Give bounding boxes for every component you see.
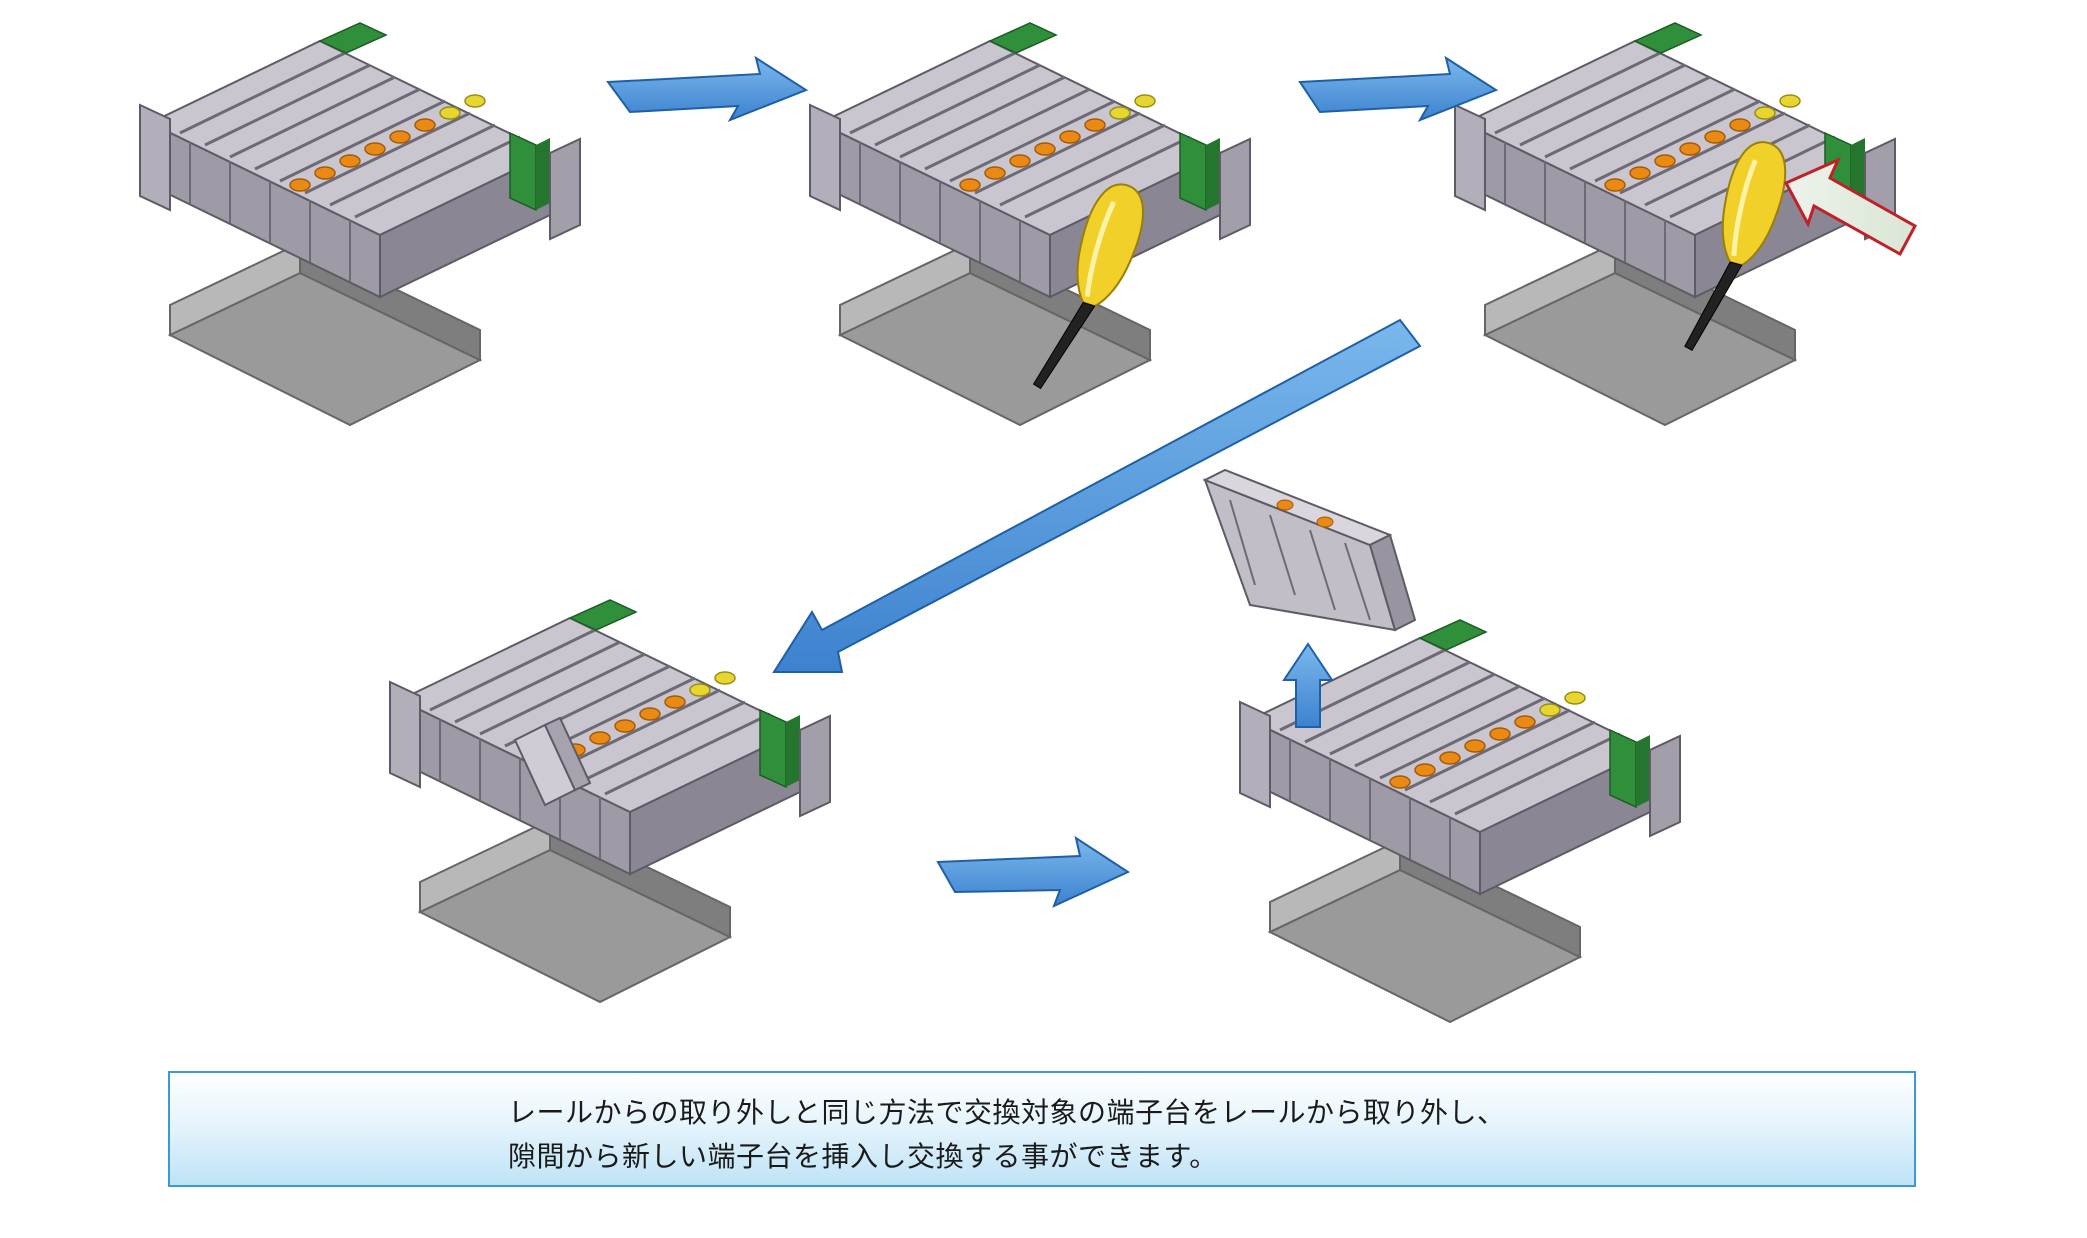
step-4-terminal-block-assembly — [388, 598, 832, 1004]
caption-box: レールからの取り外しと同じ方法で交換対象の端子台をレールから取り外し、 隙間から… — [168, 1071, 1916, 1187]
flow-arrow-step4-to-step5 — [936, 835, 1131, 908]
press-direction-arrow — [1783, 157, 1918, 257]
caption-line-1: レールからの取り外しと同じ方法で交換対象の端子台をレールから取り外し、 — [508, 1096, 1506, 1129]
lift-up-arrow — [1282, 642, 1334, 728]
flow-arrow-step1-to-step2 — [606, 55, 809, 122]
step-3-terminal-block-assembly — [1453, 21, 1897, 427]
lifted-terminal-in-slot — [513, 716, 592, 807]
step-2-terminal-block-assembly — [808, 21, 1252, 427]
caption-line-2: 隙間から新しい端子台を挿入し交換する事ができます。 — [508, 1140, 1218, 1173]
flow-arrow-step3-to-step4 — [772, 318, 1422, 673]
step-1-terminal-block-assembly — [138, 21, 582, 427]
flow-arrow-step2-to-step3 — [1298, 55, 1499, 122]
removed-terminal-block — [1202, 468, 1417, 632]
